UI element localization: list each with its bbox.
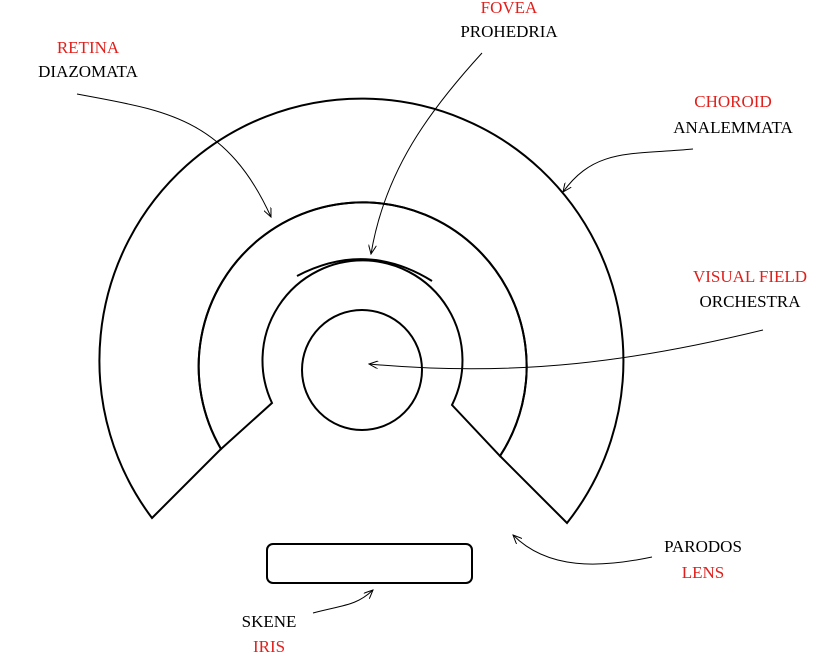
orchestra-circle [301, 309, 423, 431]
choroid-arrow [563, 148, 694, 192]
fovea-arrow [371, 52, 483, 254]
orchestra-label: ORCHESTRA [699, 292, 801, 311]
parodos-arrow [513, 535, 653, 565]
lens-label: LENS [681, 563, 725, 582]
analemmata-label: ANALEMMATA [673, 118, 793, 137]
inner-seating-wall [197, 201, 528, 458]
skene-building [266, 543, 473, 584]
choroid-label: CHOROID [694, 92, 772, 111]
skene-label: SKENE [241, 612, 297, 631]
parodos-label: PARODOS [664, 537, 742, 556]
fovea-label: FOVEA [480, 0, 538, 17]
diazomata-label: DIAZOMATA [38, 62, 138, 81]
iris-label: IRIS [252, 637, 286, 656]
retina-label: RETINA [56, 38, 120, 57]
skene-arrow [312, 590, 373, 614]
prohedria-arc [296, 258, 433, 282]
prohedria-label: PROHEDRIA [460, 22, 558, 41]
retina-arrow [76, 93, 271, 217]
visual-field-label: VISUAL FIELD [692, 267, 808, 286]
visual-field-arrow [369, 329, 764, 370]
